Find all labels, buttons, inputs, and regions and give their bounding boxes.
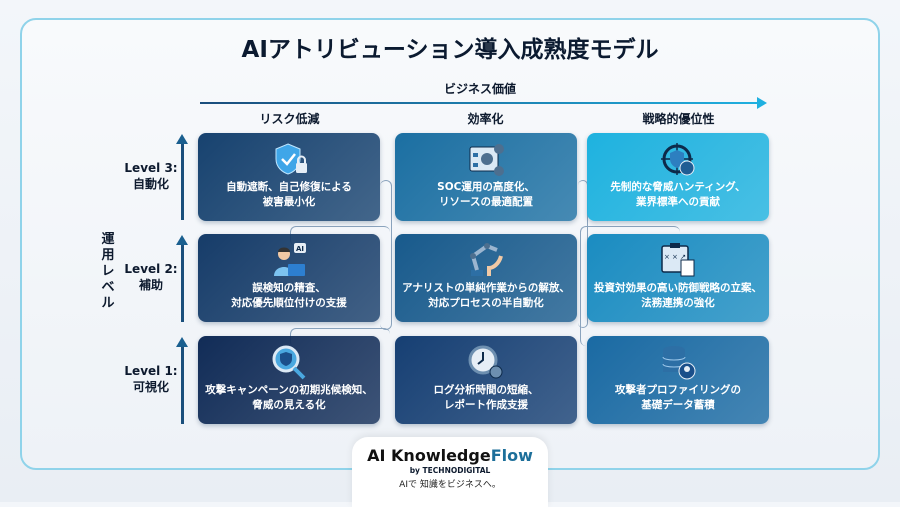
shield-lock-icon [275, 143, 307, 175]
matrix-card: ログ分析時間の短縮、 レポート作成支援 [395, 336, 577, 424]
level-arrowhead [176, 337, 188, 347]
card-text: アナリストの単純作業からの解放、 対応プロセスの半自動化 [402, 282, 570, 309]
svg-text:AI: AI [296, 245, 304, 253]
matrix-card: 先制的な脅威ハンティング、 業界標準への貢献 [587, 133, 769, 221]
matrix-card: 自動遮断、自己修復による 被害最小化 [198, 133, 380, 221]
matrix-card: AI 誤検知の精査、 対応優先順位付けの支援 [198, 234, 380, 322]
card-text: 誤検知の精査、 対応優先順位付けの支援 [231, 282, 347, 309]
brand-tagline: AIで 知識をビジネスへ。 [399, 480, 501, 490]
level-label: Level 1: 可視化 [124, 364, 178, 394]
level-arrow [181, 346, 184, 424]
strategy-board-icon: × × ↗ [661, 243, 695, 277]
analyst-ai-icon: AI [274, 243, 306, 276]
y-axis-label: 運用レベル [101, 232, 115, 311]
level-arrowhead [176, 235, 188, 245]
column-header: 効率化 [467, 112, 504, 126]
brand-name-accent: Flow [490, 446, 533, 465]
page-title: AIアトリビューション導入成熟度モデル [241, 37, 659, 63]
database-user-icon [662, 346, 696, 380]
card-text: 投資対効果の高い防御戦略の立案、 法務連携の強化 [594, 282, 762, 309]
x-axis-label: ビジネス価値 [443, 82, 516, 96]
matrix-card: SOC運用の高度化、 リソースの最適配置 [395, 133, 577, 221]
matrix-card: 攻撃者プロファイリングの 基礎データ蓄積 [587, 336, 769, 424]
card-text: ログ分析時間の短縮、 レポート作成支援 [433, 384, 539, 411]
level-arrow [181, 143, 184, 220]
level-arrow [181, 244, 184, 322]
card-text: 攻撃キャンペーンの初期兆候検知、 脅威の見える化 [205, 384, 373, 411]
matrix-card: × × ↗ 投資対効果の高い防御戦略の立案、 法務連携の強化 [587, 234, 769, 322]
robot-arm-icon [470, 243, 503, 276]
level-label: Level 3: 自動化 [124, 161, 178, 191]
brand-by: by TECHNODIGITAL [409, 466, 491, 475]
svg-text:× × ↗: × × ↗ [664, 253, 686, 261]
x-axis-arrowhead [757, 97, 767, 109]
clock-gear-icon [468, 345, 503, 379]
magnifier-shield-icon [272, 345, 306, 380]
card-text: SOC運用の高度化、 リソースの最適配置 [437, 181, 535, 208]
matrix-card: アナリストの単純作業からの解放、 対応プロセスの半自動化 [395, 234, 577, 322]
level-arrowhead [176, 134, 188, 144]
column-header: 戦略的優位性 [642, 112, 715, 126]
brand-name: AI Knowledge [367, 446, 491, 465]
workflow-gears-icon [469, 144, 504, 176]
connector [580, 226, 680, 346]
connector [380, 180, 392, 330]
brand-logo: AI KnowledgeFlow by TECHNODIGITAL AIで 知識… [352, 437, 548, 507]
column-header: リスク低減 [259, 112, 320, 126]
card-text: 先制的な脅威ハンティング、 業界標準への貢献 [610, 181, 746, 208]
target-globe-icon [661, 143, 695, 176]
matrix-card: 攻撃キャンペーンの初期兆候検知、 脅威の見える化 [198, 336, 380, 424]
x-axis-arrow [200, 102, 760, 104]
level-label: Level 2: 補助 [124, 262, 178, 292]
card-text: 自動遮断、自己修復による 被害最小化 [226, 181, 352, 208]
card-text: 攻撃者プロファイリングの 基礎データ蓄積 [615, 384, 741, 411]
